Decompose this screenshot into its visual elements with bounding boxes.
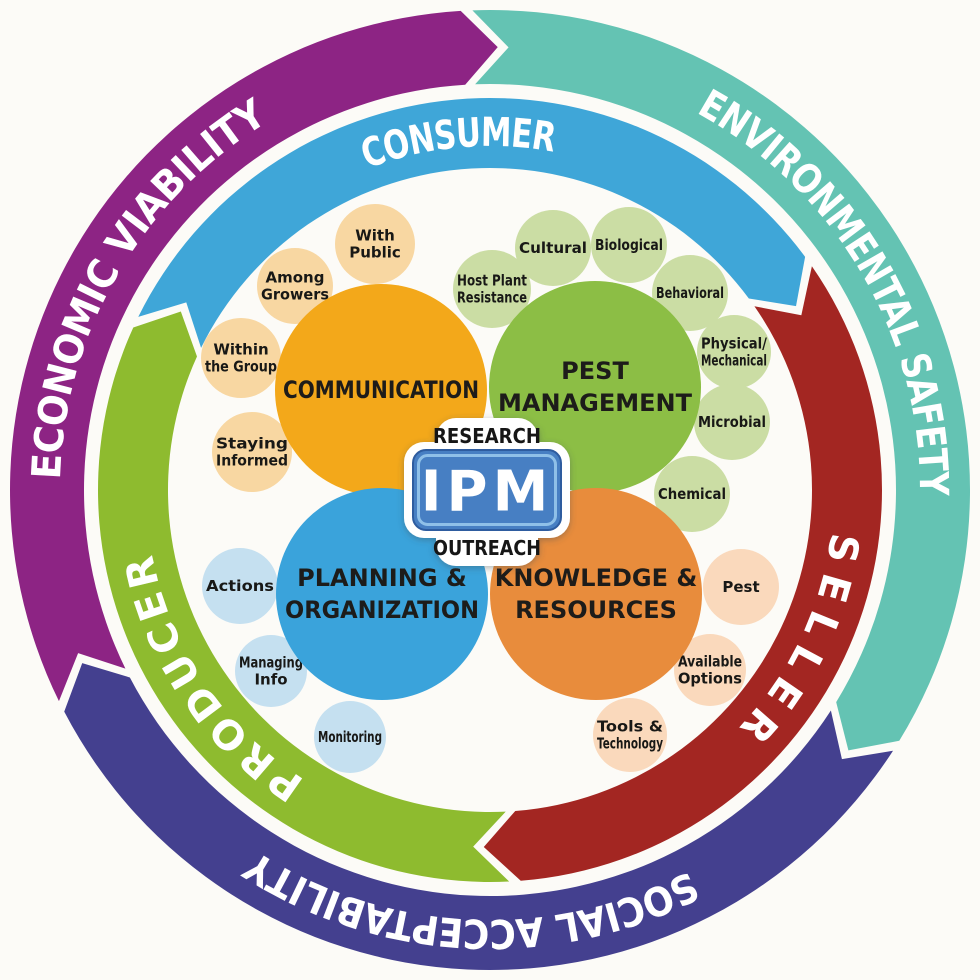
bubble-staying-informed: [212, 412, 292, 492]
bubble-within-the-group: [201, 318, 281, 398]
ipm-badge: RESEARCH IPM OUTREACH: [404, 418, 570, 566]
bubble-label-microbial: Microbial: [698, 413, 766, 431]
ring-segment-seller: [483, 266, 882, 881]
bubble-tools-technology: [593, 698, 667, 772]
ring-segment-environmental-safety: [472, 9, 971, 751]
bubble-label-actions: Actions: [206, 577, 274, 595]
bubble-label-chemical: Chemical: [658, 485, 726, 503]
circle-label-communication: COMMUNICATION: [283, 376, 479, 404]
bubble-actions: [202, 548, 278, 624]
circle-planning-organization: [276, 488, 488, 700]
bubble-label-monitoring: Monitoring: [318, 728, 382, 746]
badge-inner-frame: [417, 454, 557, 526]
bubble-among-growers: [257, 248, 333, 324]
circle-knowledge-resources: [490, 488, 702, 700]
badge-outreach-label: OUTREACH: [433, 536, 541, 560]
badge-ipm-label: IPM: [421, 460, 554, 525]
badge-blue-box: [412, 449, 562, 531]
bubble-label-behavioral: Behavioral: [656, 284, 724, 302]
bubble-label-tools-technology: Tools &Technology: [597, 718, 663, 753]
bubble-physical-mechanical: [697, 315, 771, 389]
circle-pest-management: [489, 281, 701, 493]
bubble-managing-info: [235, 635, 307, 707]
ring-segment-producer: [98, 311, 510, 882]
bubble-biological: [591, 207, 667, 283]
bubble-chemical: [654, 456, 730, 532]
ring-segment-consumer: [138, 97, 806, 348]
bubble-microbial: [694, 384, 770, 460]
bubble-behavioral: [652, 255, 728, 331]
bubble-label-cultural: Cultural: [519, 239, 587, 257]
bubble-label-pest: Pest: [722, 578, 759, 596]
ring-segment-economic-viability: [10, 10, 498, 702]
bubble-with-public: [335, 204, 415, 284]
circle-label-knowledge-resources: KNOWLEDGE &RESOURCES: [495, 564, 698, 624]
bubble-monitoring: [314, 701, 386, 773]
ring-segment-social-acceptability: [64, 663, 894, 971]
bubble-pest: [703, 549, 779, 625]
bubble-host-plant-resistance: [453, 250, 531, 328]
bubble-cultural: [515, 210, 591, 286]
bubble-label-biological: Biological: [595, 236, 663, 254]
bubble-available-options: [674, 634, 746, 706]
circle-label-planning-organization: PLANNING &ORGANIZATION: [285, 564, 479, 624]
badge-research-label: RESEARCH: [433, 424, 541, 448]
bubble-label-physical-mechanical: Physical/Mechanical: [701, 335, 767, 370]
